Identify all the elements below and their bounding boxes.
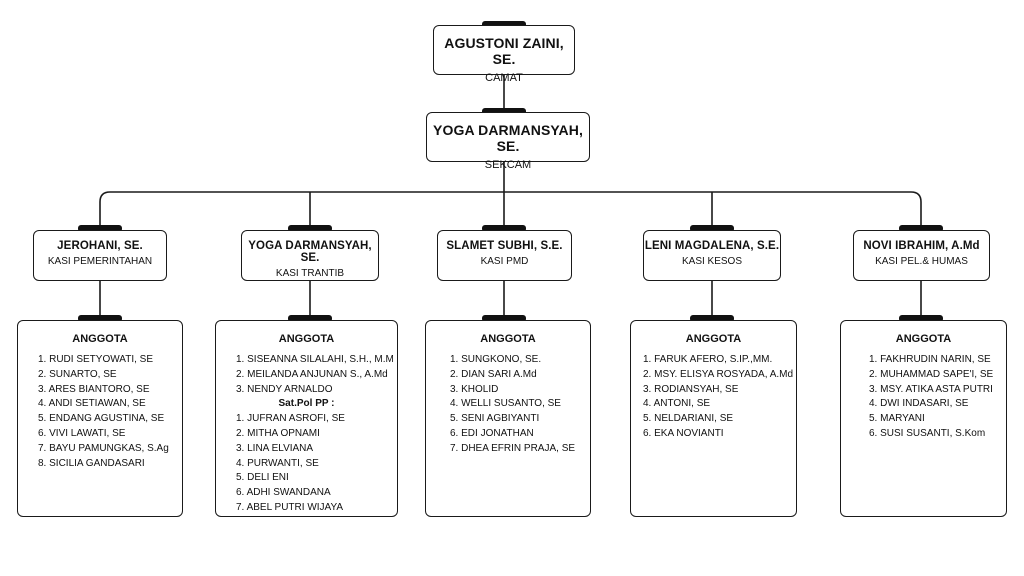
member-item: 2. MEILANDA ANJUNAN S., A.Md xyxy=(236,368,388,380)
member-item: 1. FAKHRUDIN NARIN, SE xyxy=(869,354,991,365)
member-item: 4. ANDI SETIAWAN, SE xyxy=(38,398,146,410)
kasi-humas-node: NOVI IBRAHIM, A.Md KASI PEL.& HUMAS xyxy=(853,230,990,281)
camat-name: AGUSTONI ZAINI, SE. xyxy=(444,35,564,67)
kasi-trantib-node: YOGA DARMANSYAH, SE. KASI TRANTIB xyxy=(241,230,379,281)
member-item: 6. VIVI LAWATI, SE xyxy=(38,427,126,439)
member-item: 4. WELLI SUSANTO, SE xyxy=(450,398,561,410)
node-tab xyxy=(899,315,943,322)
camat-role: CAMAT xyxy=(485,72,523,84)
node-tab xyxy=(690,315,734,322)
sekcam-node: YOGA DARMANSYAH, SE. SEKCAM xyxy=(426,112,590,171)
anggota-title: ANGGOTA xyxy=(685,333,742,345)
node-tab xyxy=(482,225,526,232)
member-list: 1. FAKHRUDIN NARIN, SE 2. MUHAMMAD SAPE'I… xyxy=(869,353,1006,442)
node-tab xyxy=(482,108,526,115)
node-tab xyxy=(899,225,943,232)
kasi-name: JEROHANI, SE. xyxy=(57,240,143,252)
satpol-title: Sat.Pol PP : xyxy=(278,398,335,410)
kasi-role: KASI PMD xyxy=(480,256,529,267)
anggota-humas-box: ANGGOTA 1. FAKHRUDIN NARIN, SE 2. MUHAMMA… xyxy=(840,320,1007,517)
kasi-pemerintahan-node: JEROHANI, SE. KASI PEMERINTAHAN xyxy=(33,230,167,281)
member-item: 7. ABEL PUTRI WIJAYA xyxy=(236,501,344,513)
member-item: 5. MARYANI xyxy=(869,413,925,425)
member-item: 4. PURWANTI, SE xyxy=(236,457,319,469)
member-item: 6. ADHI SWANDANA xyxy=(236,487,331,499)
member-item: 3. MSY. ATIKA ASTA PUTRI xyxy=(869,383,993,395)
node-tab xyxy=(288,315,332,322)
member-item: 1. JUFRAN ASROFI, SE xyxy=(236,413,345,425)
anggota-kesos-box: ANGGOTA 1. FARUK AFERO, S.IP.,MM. 2. MSY.… xyxy=(630,320,797,517)
kasi-name: YOGA DARMANSYAH, SE. xyxy=(248,240,372,264)
member-item: 4. ANTONI, SE xyxy=(643,398,711,410)
member-item: 7. BAYU PAMUNGKAS, S.Ag xyxy=(38,442,169,454)
kasi-kesos-node: LENI MAGDALENA, S.E. KASI KESOS xyxy=(643,230,781,281)
kasi-name: SLAMET SUBHI, S.E. xyxy=(446,240,563,252)
anggota-title: ANGGOTA xyxy=(278,333,335,345)
anggota-title: ANGGOTA xyxy=(480,333,536,345)
member-list: 1. FARUK AFERO, S.IP.,MM. 2. MSY. ELISYA … xyxy=(643,353,796,442)
member-item: 8. SICILIA GANDASARI xyxy=(38,457,145,469)
kasi-pmd-node: SLAMET SUBHI, S.E. KASI PMD xyxy=(437,230,572,281)
kasi-role: KASI PEMERINTAHAN xyxy=(47,256,153,267)
member-item: 5. SENI AGBIYANTI xyxy=(450,413,540,425)
anggota-pmd-box: ANGGOTA 1. SUNGKONO, SE. 2. DIAN SARI A.M… xyxy=(425,320,591,517)
member-item: 5. ENDANG AGUSTINA, SE xyxy=(38,413,165,425)
anggota-pemerintahan-box: ANGGOTA 1. RUDI SETYOWATI, SE 2. SUNARTO,… xyxy=(17,320,183,517)
member-item: 6. EKA NOVIANTI xyxy=(643,427,724,439)
member-item: 2. MUHAMMAD SAPE'I, SE xyxy=(869,368,994,380)
kasi-role: KASI KESOS xyxy=(681,256,743,267)
kasi-name: NOVI IBRAHIM, A.Md xyxy=(863,240,980,252)
anggota-title: ANGGOTA xyxy=(72,333,128,345)
node-tab xyxy=(690,225,734,232)
camat-node: AGUSTONI ZAINI, SE. CAMAT xyxy=(433,25,575,84)
sekcam-role: SEKCAM xyxy=(484,159,532,171)
kasi-role: KASI PEL.& HUMAS xyxy=(875,256,968,267)
kasi-role: KASI TRANTIB xyxy=(275,268,345,279)
member-item: 1. SISEANNA SILALAHI, S.H., M.M xyxy=(236,354,394,365)
node-tab xyxy=(288,225,332,232)
member-item: 3. RODIANSYAH, SE xyxy=(643,383,739,395)
member-item: 6. EDI JONATHAN xyxy=(450,427,534,439)
member-item: 4. DWI INDASARI, SE xyxy=(869,398,969,410)
anggota-trantib-box: ANGGOTA 1. SISEANNA SILALAHI, S.H., M.M 2… xyxy=(215,320,398,517)
member-item: 7. DHEA EFRIN PRAJA, SE xyxy=(450,442,576,454)
member-item: 2. MSY. ELISYA ROSYADA, A.Md xyxy=(643,368,794,380)
member-item: 5. NELDARIANI, SE xyxy=(643,413,734,425)
node-tab xyxy=(482,315,526,322)
member-list: 1. SUNGKONO, SE. 2. DIAN SARI A.Md 3. KHOL… xyxy=(450,353,590,457)
kasi-name: LENI MAGDALENA, S.E. xyxy=(644,240,780,252)
member-list: 1. SISEANNA SILALAHI, S.H., M.M 2. MEILAN… xyxy=(236,353,397,397)
node-tab xyxy=(78,225,122,232)
anggota-title: ANGGOTA xyxy=(895,333,952,345)
member-item: 3. NENDY ARNALDO xyxy=(236,383,333,395)
sekcam-name: YOGA DARMANSYAH, SE. xyxy=(433,122,583,154)
member-item: 6. SUSI SUSANTI, S.Kom xyxy=(869,427,986,439)
member-list: 1. RUDI SETYOWATI, SE 2. SUNARTO, SE 3. AR… xyxy=(38,353,182,471)
member-item: 2. DIAN SARI A.Md xyxy=(450,368,537,380)
member-item: 1. RUDI SETYOWATI, SE xyxy=(38,354,154,365)
node-tab xyxy=(482,21,526,28)
member-item: 1. SUNGKONO, SE. xyxy=(450,354,542,365)
member-item: 5. DELI ENI xyxy=(236,472,289,484)
member-item: 2. MITHA OPNAMI xyxy=(236,427,320,439)
member-item: 1. FARUK AFERO, S.IP.,MM. xyxy=(643,354,773,365)
member-item: 3. LINA ELVIANA xyxy=(236,442,314,454)
member-item: 3. ARES BIANTORO, SE xyxy=(38,383,150,395)
node-tab xyxy=(78,315,122,322)
member-item: 3. KHOLID xyxy=(450,383,499,395)
member-item: 2. SUNARTO, SE xyxy=(38,368,117,380)
satpol-member-list: 1. JUFRAN ASROFI, SE 2. MITHA OPNAMI 3. LI… xyxy=(236,412,397,516)
